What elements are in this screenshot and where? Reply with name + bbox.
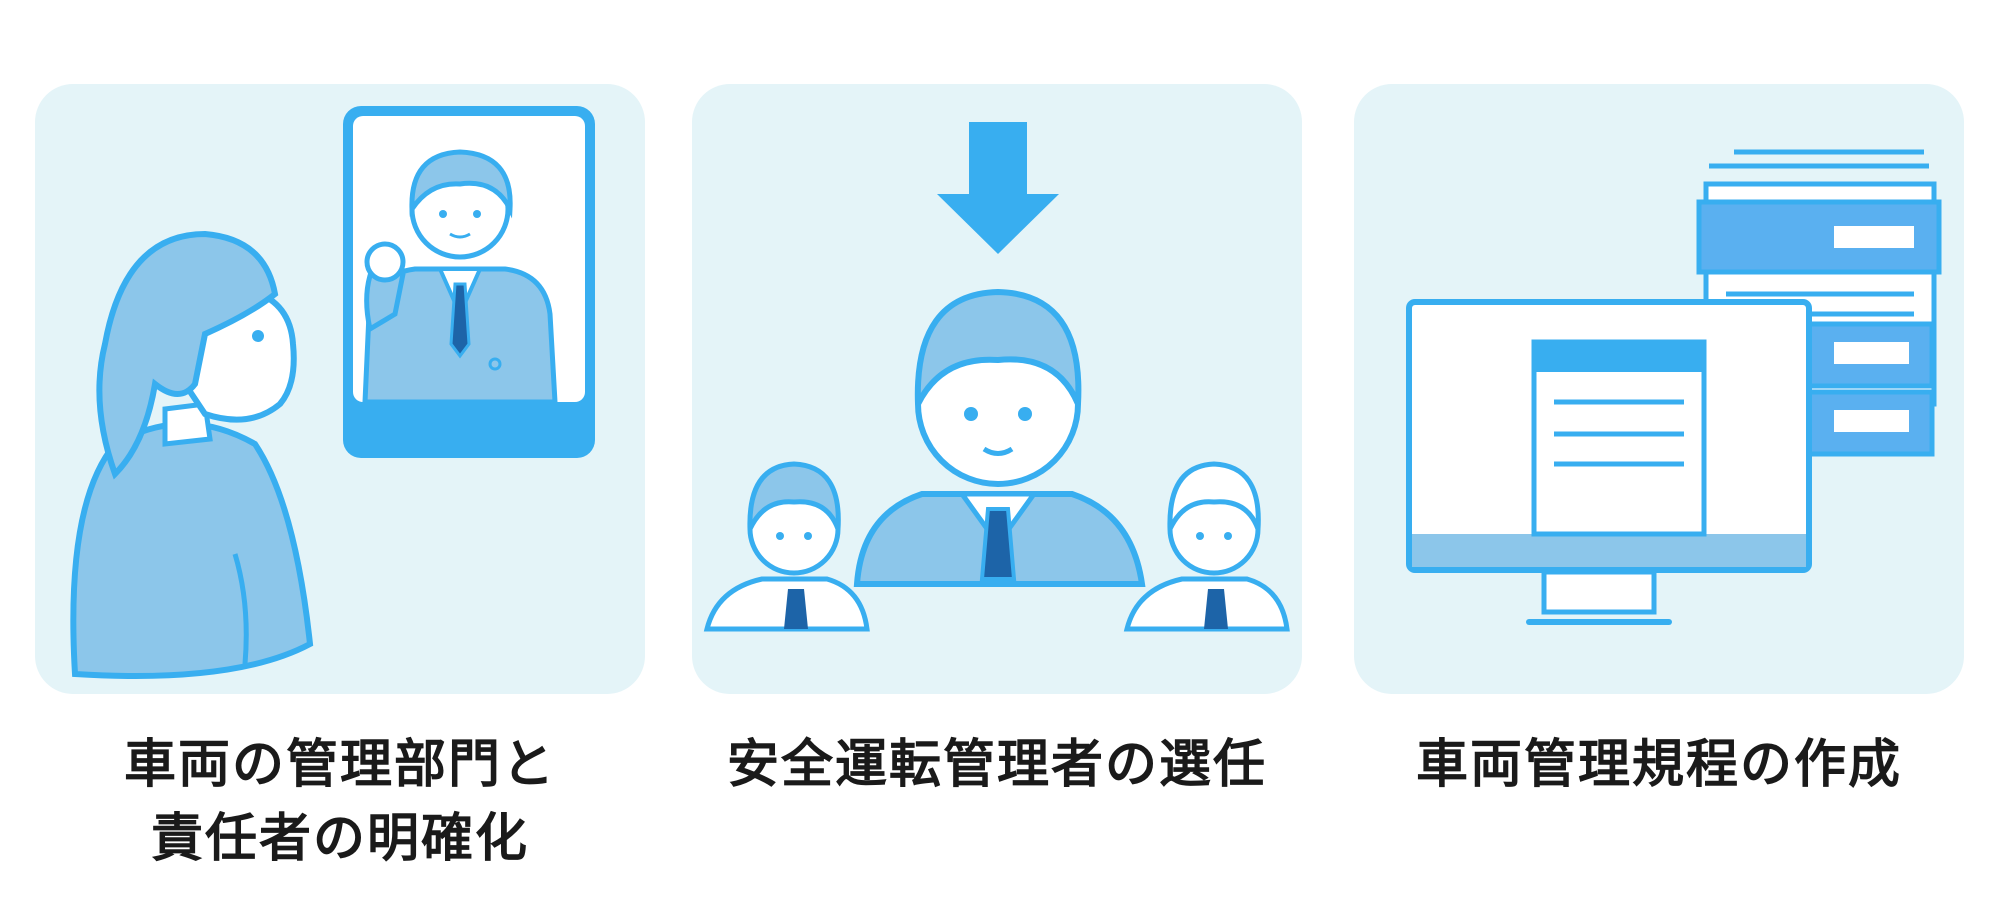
card-management-department xyxy=(35,84,645,694)
card3-illustration xyxy=(1406,149,1942,625)
monitor-icon xyxy=(1406,299,1812,625)
team-member-icon xyxy=(703,461,870,632)
card2-illustration xyxy=(703,122,1290,632)
caption-line: 車両の管理部門と xyxy=(123,735,556,795)
card-safety-manager xyxy=(692,84,1302,694)
woman-viewer-icon xyxy=(70,230,314,679)
caption-line: 安全運転管理者の選任 xyxy=(726,735,1267,795)
caption-safety-manager: 安全運転管理者の選任 xyxy=(647,728,1347,802)
caption-line: 車両管理規程の作成 xyxy=(1415,735,1902,795)
team-member-icon xyxy=(1123,461,1290,632)
card1-illustration xyxy=(70,106,595,679)
caption-line: 責任者の明確化 xyxy=(150,809,529,869)
phone-presenter-icon xyxy=(343,106,595,458)
down-arrow-icon xyxy=(937,122,1059,254)
caption-management-department: 車両の管理部門と 責任者の明確化 xyxy=(0,728,690,876)
card-management-rules xyxy=(1354,84,1964,694)
manager-icon xyxy=(853,288,1146,587)
caption-management-rules: 車両管理規程の作成 xyxy=(1309,728,1999,802)
